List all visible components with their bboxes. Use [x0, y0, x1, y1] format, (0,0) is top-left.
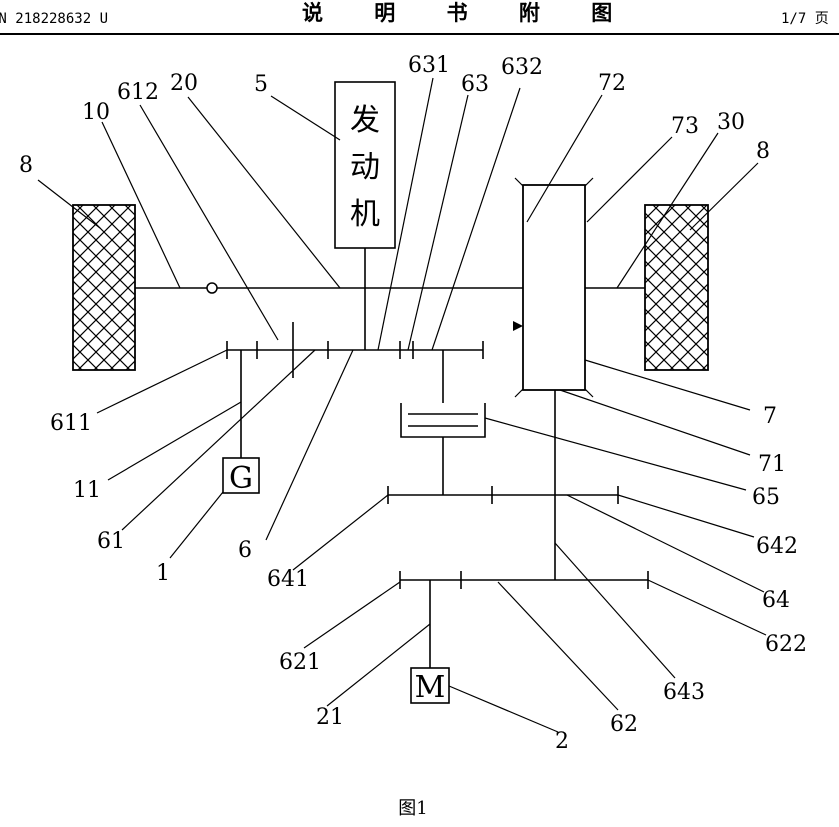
- leader-631: [377, 77, 434, 351]
- leader-6: [265, 349, 354, 541]
- page-header: CN 218228632 U 说 明 书 附 图 1/7 页: [0, 1, 839, 35]
- leader-641: [292, 494, 389, 571]
- diff-corner-bl: [514, 388, 524, 398]
- diff-corner-br: [584, 388, 594, 398]
- label-30: 30: [717, 110, 745, 135]
- leader-632: [431, 87, 521, 351]
- engine-char-1: 发: [350, 103, 380, 138]
- diff-corner-tr: [584, 177, 594, 187]
- engine-char-3: 机: [350, 197, 380, 232]
- right-wheel: [644, 204, 709, 371]
- leader-73: [586, 136, 673, 223]
- engine-char-2: 动: [350, 150, 380, 185]
- label-631: 631: [408, 53, 450, 78]
- label-632: 632: [501, 55, 543, 80]
- generator-label: G: [229, 461, 253, 496]
- leader-65: [484, 417, 747, 491]
- label-10: 10: [82, 100, 110, 125]
- leader-64: [566, 494, 765, 593]
- motor-label: M: [415, 670, 446, 705]
- engine-box: [334, 81, 396, 249]
- label-11: 11: [73, 478, 101, 503]
- label-8-right: 8: [756, 139, 770, 164]
- leader-642: [617, 494, 755, 538]
- leader-72: [526, 94, 603, 223]
- leader-71: [559, 389, 751, 456]
- leader-8-right: [689, 162, 759, 231]
- label-71: 71: [758, 452, 786, 477]
- label-61: 61: [97, 529, 125, 554]
- leader-11: [107, 401, 242, 481]
- leader-1: [169, 491, 224, 559]
- label-641: 641: [267, 567, 309, 592]
- label-20: 20: [170, 71, 198, 96]
- diff-corner-tl: [514, 177, 524, 187]
- label-73: 73: [671, 114, 699, 139]
- leader-7: [584, 359, 751, 411]
- label-642: 642: [756, 534, 798, 559]
- patent-number: CN 218228632 U: [0, 11, 108, 27]
- leader-61: [121, 349, 316, 531]
- left-wheel: [72, 204, 136, 371]
- clutch-housing: [400, 403, 486, 438]
- motor-box: [410, 667, 450, 704]
- generator-box: [222, 457, 260, 494]
- leader-622: [647, 579, 767, 636]
- page-number: 1/7 页: [781, 11, 829, 27]
- label-5: 5: [254, 72, 268, 97]
- label-65: 65: [752, 485, 780, 510]
- label-621: 621: [279, 650, 321, 675]
- label-63: 63: [461, 72, 489, 97]
- label-622: 622: [765, 632, 807, 657]
- label-6: 6: [238, 538, 252, 563]
- leader-lines: [37, 77, 767, 733]
- figure-caption: 图1: [398, 798, 427, 819]
- leader-8-left: [37, 179, 101, 229]
- reference-labels: 8 10 612 20 5 631 63 632 72 73 30 8 611 …: [19, 53, 807, 754]
- label-7: 7: [763, 404, 777, 429]
- leader-621: [303, 581, 401, 649]
- label-1: 1: [156, 561, 170, 586]
- input-arrow-marker: [513, 321, 523, 331]
- leader-5: [270, 95, 341, 141]
- leader-30: [616, 132, 719, 289]
- label-72: 72: [598, 71, 626, 96]
- leader-2: [448, 685, 559, 733]
- label-2: 2: [555, 729, 569, 754]
- label-64: 64: [762, 588, 790, 613]
- label-611: 611: [50, 411, 92, 436]
- label-8-left: 8: [19, 153, 33, 178]
- leader-611: [96, 349, 228, 414]
- leader-62: [497, 581, 619, 711]
- leader-643: [554, 542, 676, 679]
- header-title: 说 明 书 附 图: [302, 1, 634, 25]
- differential-box: [522, 184, 586, 391]
- leader-20: [187, 96, 341, 289]
- leader-21: [326, 623, 431, 707]
- leader-612: [139, 104, 279, 341]
- label-21: 21: [316, 705, 344, 730]
- leader-63: [407, 94, 469, 351]
- label-612: 612: [117, 80, 159, 105]
- label-62: 62: [610, 712, 638, 737]
- label-643: 643: [663, 680, 705, 705]
- clutch-joint: [206, 282, 218, 294]
- leader-10: [101, 121, 181, 289]
